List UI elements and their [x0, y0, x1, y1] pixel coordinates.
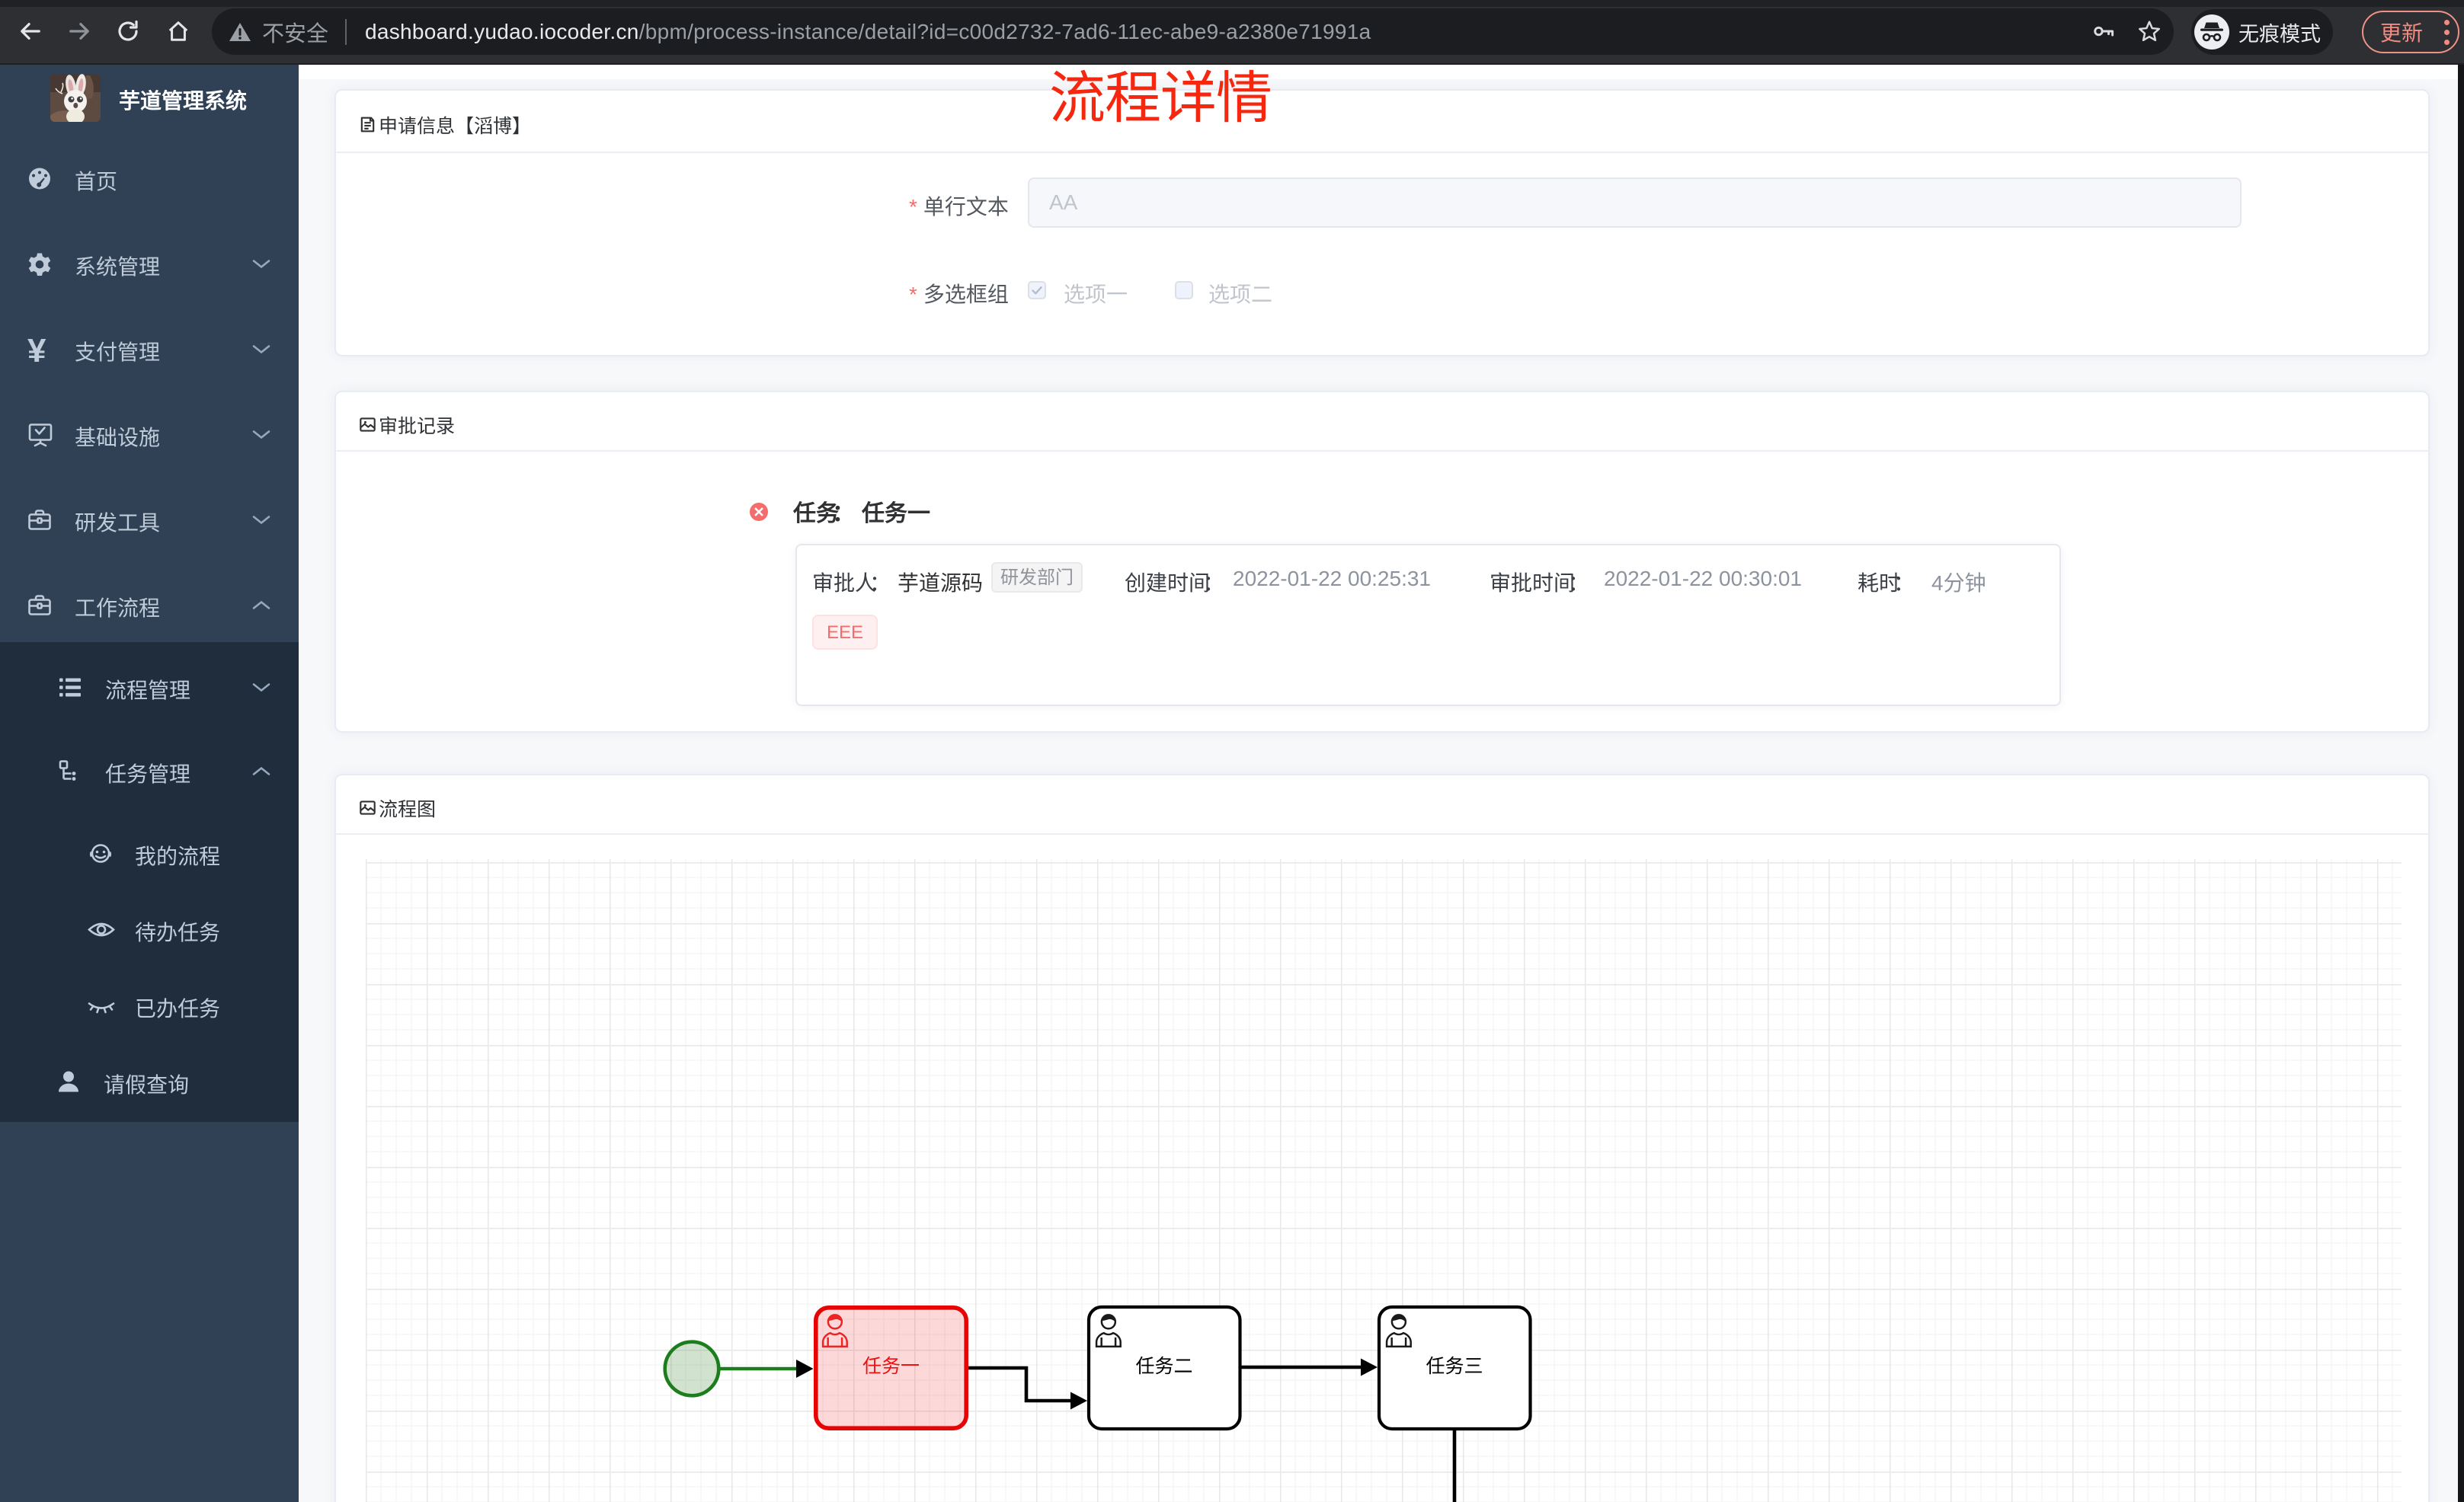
svg-text:任务三: 任务三 — [1426, 1356, 1483, 1377]
svg-text:任务二: 任务二 — [1135, 1356, 1192, 1377]
svg-text:任务一: 任务一 — [862, 1356, 920, 1377]
